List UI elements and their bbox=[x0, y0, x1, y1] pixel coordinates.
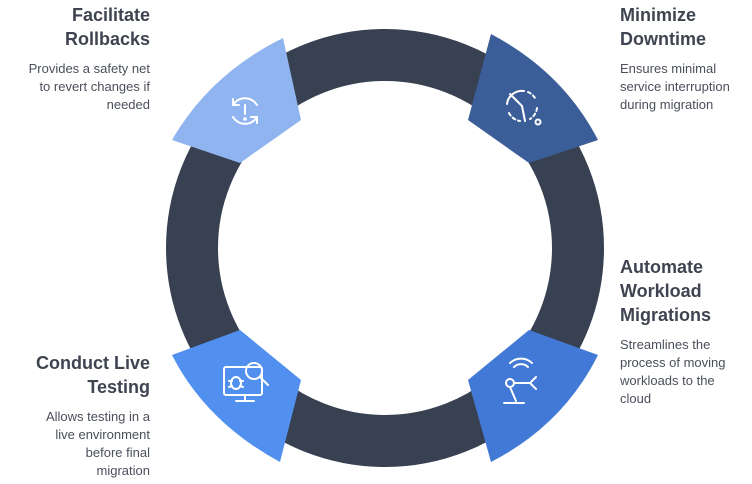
step-description-rollbacks: Provides a safety net to revert changes … bbox=[0, 60, 150, 114]
step-description-testing: Allows testing in a live environment bef… bbox=[0, 408, 150, 480]
segment-downtime bbox=[468, 34, 598, 163]
description-line: migration bbox=[96, 463, 150, 478]
clock-dashed-icon bbox=[506, 89, 542, 126]
description-line: to revert changes if bbox=[39, 79, 150, 94]
step-title-line: Automate bbox=[620, 257, 704, 277]
label-rollbacks: Facilitate Rollbacks Provides a safety n… bbox=[0, 3, 150, 114]
step-title-line: Migrations bbox=[620, 305, 712, 325]
description-line: needed bbox=[106, 97, 150, 112]
description-line: live environment bbox=[55, 427, 150, 442]
description-line: Ensures minimal bbox=[620, 61, 717, 76]
bug-search-monitor-icon bbox=[223, 362, 269, 402]
description-line: process of moving bbox=[620, 355, 726, 370]
segment-automate-shape bbox=[468, 330, 598, 462]
segment-automate bbox=[468, 330, 598, 462]
step-title-rollbacks: Facilitate Rollbacks bbox=[0, 3, 150, 51]
label-downtime: Minimize Downtime Ensures minimal servic… bbox=[620, 3, 752, 114]
cycle-ring bbox=[166, 29, 604, 467]
segment-rollbacks bbox=[172, 38, 301, 163]
step-title-line: Rollbacks bbox=[64, 29, 150, 49]
step-title-line: Conduct Live bbox=[35, 353, 150, 373]
label-testing: Conduct Live Testing Allows testing in a… bbox=[0, 351, 150, 480]
description-line: Provides a safety net bbox=[28, 61, 150, 76]
undo-alert-icon bbox=[232, 97, 258, 125]
segment-testing bbox=[172, 330, 301, 462]
description-line: Allows testing in a bbox=[45, 409, 150, 424]
description-line: during migration bbox=[620, 97, 714, 112]
segment-downtime-shape bbox=[468, 34, 598, 163]
description-line: service interruption bbox=[620, 79, 730, 94]
step-title-line: Facilitate bbox=[71, 5, 150, 25]
step-description-downtime: Ensures minimal service interruption dur… bbox=[620, 60, 752, 114]
description-line: before final bbox=[85, 445, 150, 460]
step-title-line: Workload bbox=[620, 281, 702, 301]
step-title-automate: Automate Workload Migrations bbox=[620, 255, 750, 327]
step-title-testing: Conduct Live Testing bbox=[0, 351, 150, 399]
step-title-line: Testing bbox=[87, 377, 150, 397]
step-description-automate: Streamlines the process of moving worklo… bbox=[620, 336, 750, 408]
step-title-downtime: Minimize Downtime bbox=[620, 3, 752, 51]
description-line: workloads to the bbox=[620, 373, 715, 388]
description-line: Streamlines the bbox=[620, 337, 711, 352]
step-title-line: Minimize bbox=[620, 5, 697, 25]
robotic-arm-icon bbox=[503, 357, 537, 404]
step-title-line: Downtime bbox=[620, 29, 707, 49]
label-automate: Automate Workload Migrations Streamlines… bbox=[620, 255, 750, 408]
description-line: cloud bbox=[620, 391, 652, 406]
